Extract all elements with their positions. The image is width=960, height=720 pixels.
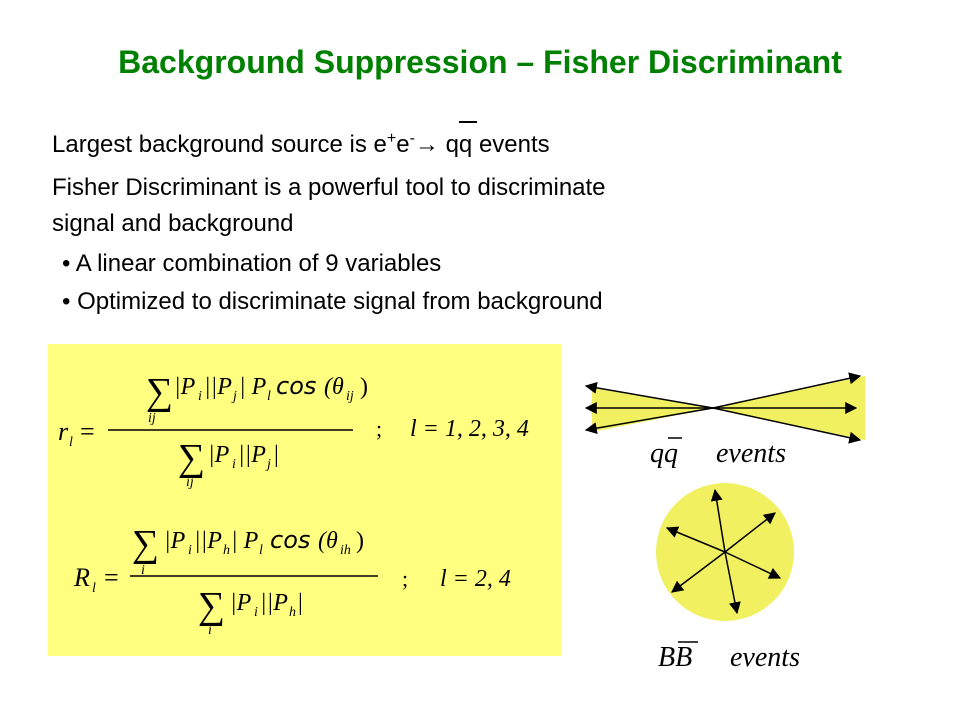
den-close: | [274, 442, 279, 468]
R-den-sum-symbol: ∑ [198, 585, 225, 627]
theta-close: ) [360, 374, 368, 400]
separator-r: ; [376, 416, 382, 441]
qq-bar-symbol: qq [445, 121, 477, 159]
R-num-term-3: | P [231, 528, 259, 554]
separator-R: ; [402, 566, 408, 591]
left-jet-cone [592, 388, 713, 432]
lhs-r: r [58, 417, 69, 446]
positron-sign: + [386, 130, 397, 147]
qq-text: qq [445, 131, 473, 158]
line1-suffix: events [472, 131, 550, 158]
spherical-arrow-2 [724, 512, 776, 553]
jet-arrow-left-down [584, 407, 714, 435]
bb-events-label: events [730, 642, 800, 673]
R-cos-function: cos [270, 526, 310, 554]
numerator-sub-2: j [231, 389, 237, 404]
theta-open: (θ [324, 374, 344, 400]
equals-sign: = [80, 417, 95, 446]
den-sum-subscript: ij [186, 475, 194, 490]
R-theta-subscript: ih [340, 543, 351, 558]
spherical-arrow-6 [665, 526, 726, 553]
R-num-term-1: |P [164, 528, 186, 554]
lhs-R: R [73, 563, 90, 592]
R-num-sub-2: h [223, 543, 230, 558]
den-sum-symbol: ∑ [178, 437, 205, 479]
spherical-arrow-5 [671, 551, 726, 593]
equations-svg: ∑ ij |P i ||P j | P l cos (θ ij ) r l = … [58, 371, 529, 638]
R-num-term-2: ||P [194, 528, 222, 554]
arrow-symbol: → [414, 131, 446, 158]
qq-label: qq [650, 438, 678, 469]
equation-r: ∑ ij |P i ||P j | P l cos (θ ij ) r l = … [58, 371, 529, 490]
slide-title: Background Suppression – Fisher Discrimi… [118, 44, 842, 80]
den-sub-2: j [265, 457, 271, 472]
equation-R: ∑ i |P i ||P h | P l cos (θ ih ) R l = ∑… [73, 523, 511, 638]
condition-R: l = 2, 4 [440, 566, 511, 592]
bb-label: BB [658, 642, 692, 673]
qq-jet-diagram [584, 372, 865, 444]
spherical-arrow-4 [724, 551, 741, 615]
numerator-term-1: |P [174, 374, 196, 400]
jet-arrow-left-up [584, 381, 714, 409]
den-term-2: ||P [238, 442, 266, 468]
sum-symbol: ∑ [146, 371, 173, 413]
condition-r: l = 1, 2, 3, 4 [410, 416, 529, 442]
R-den-sum-subscript: i [208, 623, 212, 638]
numerator-sub-1: i [198, 389, 202, 404]
sum-subscript-R: i [141, 563, 145, 578]
qq-events-label: events [716, 438, 786, 469]
R-den-term-1: |P [230, 590, 252, 616]
diagrams-svg: qq events BB events [584, 372, 865, 673]
bullet-item-2: • Optimized to discriminate signal from … [62, 288, 603, 315]
numerator-term-3: | P [239, 374, 267, 400]
R-den-term-2: ||P [260, 590, 288, 616]
numerator-term-2: ||P [204, 374, 232, 400]
R-den-sub-2: h [289, 605, 296, 620]
R-den-sub-1: i [254, 605, 258, 620]
event-diagrams: qq events BB events [570, 360, 870, 685]
electron-sign: - [409, 130, 415, 147]
bb-sphere-diagram [656, 483, 794, 621]
spherical-arrow-3 [724, 551, 782, 579]
electron-symbol: e [396, 131, 410, 158]
numerator-sub-3: l [267, 389, 271, 404]
theta-subscript: ij [346, 389, 354, 404]
equation-panel: ∑ ij |P i ||P j | P l cos (θ ij ) r l = … [48, 344, 561, 656]
spherical-arrow-1 [710, 488, 726, 553]
body-line-2: Fisher Discriminant is a powerful tool t… [52, 174, 606, 201]
cos-function: cos [276, 372, 316, 400]
R-num-sub-3: l [259, 543, 263, 558]
lhs-R-subscript: l [92, 581, 96, 596]
antiquark-bar [458, 121, 477, 123]
R-theta-open: (θ [318, 528, 338, 554]
jet-arrow-right-up [712, 372, 862, 409]
jet-arrow-right-down [712, 407, 862, 444]
body-line-3: signal and background [52, 210, 294, 237]
bullet-item-1: • A linear combination of 9 variables [62, 250, 442, 277]
sum-symbol-R: ∑ [132, 523, 159, 565]
den-term-1: |P [208, 442, 230, 468]
sum-subscript: ij [148, 411, 156, 426]
R-theta-close: ) [356, 528, 364, 554]
R-num-sub-1: i [188, 543, 192, 558]
equals-sign-R: = [104, 563, 119, 592]
R-den-close: | [298, 590, 303, 616]
body-line-1: Largest background source is e+e-→ qq ev… [52, 121, 550, 159]
line1-prefix: Largest background source is e [52, 131, 387, 158]
den-sub-1: i [232, 457, 236, 472]
lhs-r-subscript: l [69, 435, 73, 450]
